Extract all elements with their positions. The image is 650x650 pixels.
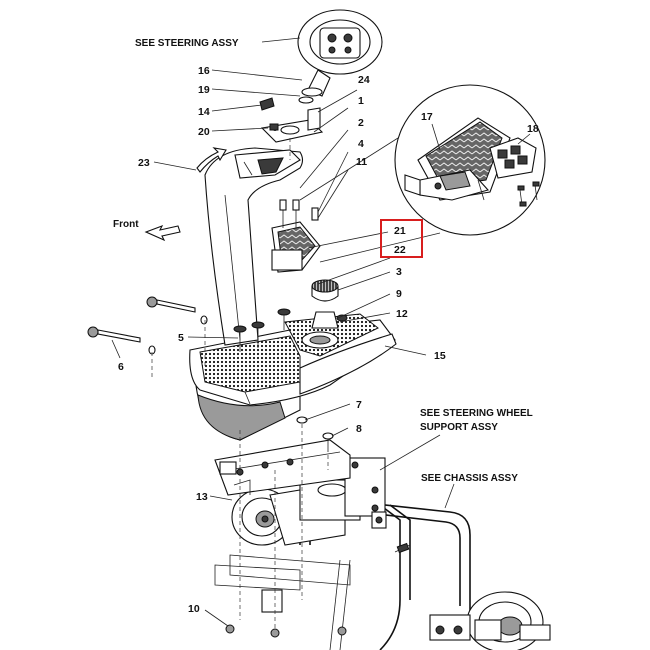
callout-3: 3 xyxy=(396,266,402,278)
highlight-box xyxy=(380,219,423,258)
callout-13: 13 xyxy=(196,491,208,503)
callout-2: 2 xyxy=(358,117,364,129)
leader-lines xyxy=(111,37,531,627)
front-arrow-icon xyxy=(144,224,181,242)
steering-wheel xyxy=(259,9,383,131)
drive-wheel-assembly xyxy=(214,439,387,546)
callout-23: 23 xyxy=(138,157,150,169)
callout-4: 4 xyxy=(358,138,364,150)
callout-21: 21 xyxy=(394,225,406,237)
caption-steering-assy: SEE STEERING ASSY xyxy=(135,38,239,49)
callout-24: 24 xyxy=(358,74,370,86)
callout-19: 19 xyxy=(198,84,210,96)
caption-steering-wheel-support-2: SUPPORT ASSY xyxy=(420,422,498,433)
callout-18: 18 xyxy=(527,123,539,135)
callout-6: 6 xyxy=(118,361,124,373)
caption-front: Front xyxy=(113,219,139,230)
callout-7: 7 xyxy=(356,399,362,411)
callout-10: 10 xyxy=(188,603,200,615)
alignment-lines xyxy=(151,138,329,630)
callout-1: 1 xyxy=(358,95,364,107)
base-shroud xyxy=(189,313,397,441)
callout-20: 20 xyxy=(198,126,210,138)
caption-steering-wheel-support-1: SEE STEERING WHEEL xyxy=(420,408,533,419)
caption-chassis-assy: SEE CHASSIS ASSY xyxy=(421,473,518,484)
callout-5: 5 xyxy=(178,332,184,344)
callout-12: 12 xyxy=(396,308,408,320)
callout-15: 15 xyxy=(434,350,446,362)
callout-8: 8 xyxy=(356,423,362,435)
pedal-bracket xyxy=(271,199,339,329)
curved-arrow-icon xyxy=(196,147,227,173)
callout-17: 17 xyxy=(421,111,433,123)
loose-hardware xyxy=(87,296,348,638)
callout-9: 9 xyxy=(396,288,402,300)
callout-16: 16 xyxy=(198,65,210,77)
callout-22: 22 xyxy=(394,244,406,256)
pedal-inset xyxy=(299,84,546,263)
callout-11: 11 xyxy=(356,156,367,168)
callout-14: 14 xyxy=(198,106,210,118)
chassis-frame xyxy=(214,497,551,650)
